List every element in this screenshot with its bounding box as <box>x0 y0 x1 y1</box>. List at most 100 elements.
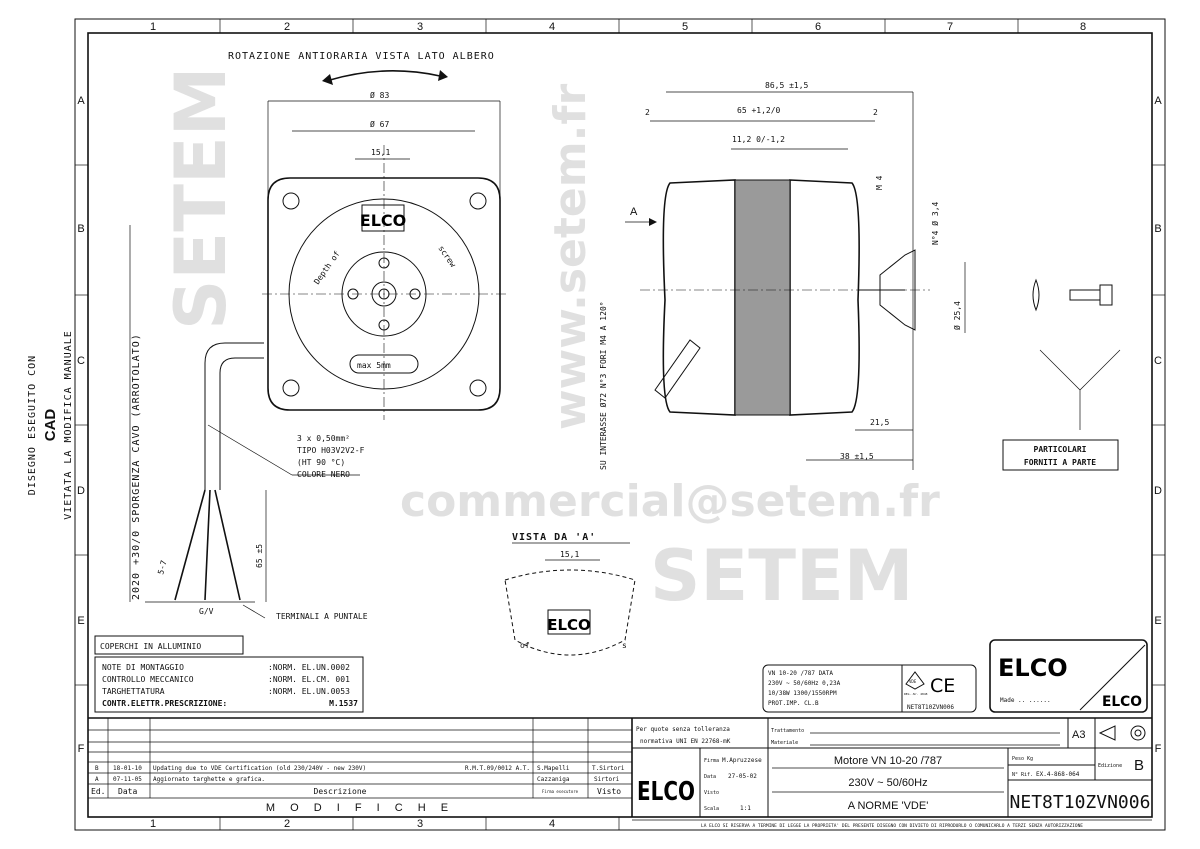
dim-21-5: 21,5 <box>870 418 889 427</box>
mounting-note: SU INTERASSE Ø72 N°3 FORI M4 A 120° <box>598 301 608 470</box>
dim-2-right: 2 <box>873 108 878 117</box>
mod-date: 07-11-05 <box>113 776 142 783</box>
mod-desc: Aggiornato targhette e grafica. <box>153 776 265 783</box>
elco-logo: ELCO <box>998 654 1068 682</box>
cable-spec: 3 x 0,50mm² <box>297 434 350 443</box>
column-label: 1 <box>150 21 156 33</box>
row-label: B <box>77 223 84 235</box>
row-label: D <box>77 485 85 497</box>
row-label: E <box>1154 615 1161 627</box>
rif-value: EX.4-868-064 <box>1036 771 1080 778</box>
row-label: C <box>1154 355 1162 367</box>
made-label: Made .. ...... <box>1000 697 1051 704</box>
view-a-of: of <box>520 641 530 650</box>
view-a-title: VISTA DA 'A' <box>512 532 596 543</box>
row-label: F <box>78 743 85 755</box>
format-label: A3 <box>1072 729 1085 741</box>
cable-spec: COLORE NERO <box>297 470 350 479</box>
note-value: M.1537 <box>329 699 358 708</box>
modifications-table: B 18-01-10 Updating due to VDE Certifica… <box>88 717 1152 817</box>
svg-text:DISEGNO ESEGUITO CON: DISEGNO ESEGUITO CON <box>27 355 38 495</box>
nameplate-code: NET8T10ZVN006 <box>907 704 954 711</box>
mod-ed: B <box>95 765 99 772</box>
dim-65: 65 +1,2/0 <box>737 106 781 115</box>
mod-date: 18-01-10 <box>113 765 142 772</box>
rotation-label: ROTAZIONE ANTIORARIA VISTA LATO ALBERO <box>228 51 495 62</box>
tolerance-note: Per quote senza tolleranza <box>636 726 730 733</box>
materiale-label: Materiale <box>771 740 798 746</box>
nameplate-line: VN 10-20 /787 DATA <box>768 670 833 677</box>
vde-reg: REG.-Nr. 4848 <box>904 692 928 696</box>
firma-label: Firma <box>704 758 719 764</box>
mod-header: Visto <box>597 787 621 796</box>
column-label: 2 <box>284 818 290 830</box>
modifications-title: M O D I F I C H E <box>266 802 454 814</box>
terminals-label: TERMINALI A PUNTALE <box>276 612 368 621</box>
dim-83: Ø 83 <box>370 90 389 100</box>
mod-header: Ed. <box>91 787 105 796</box>
nameplate-line: PROT.IMP. CL.B <box>768 700 819 707</box>
front-view: ROTAZIONE ANTIORARIA VISTA LATO ALBERO Ø… <box>228 51 506 420</box>
drawing-code: NET8T10ZVN006 <box>1010 792 1151 813</box>
cable-drawing: 2020 +30/0 SPORGENZA CAVO (ARROTOLATO) 5… <box>129 225 368 621</box>
mod-checked: Sirtori <box>594 776 620 783</box>
scala-label: Scala <box>704 806 719 812</box>
column-label: 2 <box>284 21 290 33</box>
note-value: :NORM. EL.CM. 001 <box>268 675 350 684</box>
cable-length-label: 2020 +30/0 SPORGENZA CAVO (ARROTOLATO) <box>131 333 142 600</box>
elco-logo: ELCO <box>547 616 591 634</box>
column-label: 8 <box>1080 21 1086 33</box>
strip-dim: 5-7 <box>156 559 168 575</box>
rotation-arrow-icon <box>329 70 441 81</box>
elco-logo: ELCO <box>637 777 695 807</box>
lead-dim: 65 ±5 <box>255 544 264 568</box>
row-label: B <box>1154 223 1161 235</box>
ce-mark: CE <box>930 675 955 697</box>
disclaimer: LA ELCO SI RISERVA A TERMINE DI LEGGE LA… <box>701 823 1083 829</box>
dim-38: 38 ±1,5 <box>840 452 874 461</box>
cable-spec: (HT 90 °C) <box>297 458 345 467</box>
covers-note: COPERCHI IN ALLUMINIO <box>100 642 201 651</box>
row-label: C <box>77 355 85 367</box>
projection-symbol-icon <box>1098 725 1146 741</box>
mod-checked: T.Sirtori <box>592 765 625 772</box>
nameplate-line: 230V ~ 50/60Hz 0,23A <box>768 680 841 687</box>
dim-67: Ø 67 <box>370 119 389 129</box>
column-label: 1 <box>150 818 156 830</box>
view-a-arrow-label: A <box>630 206 638 218</box>
note-value: :NORM. EL.UN.0002 <box>268 663 350 672</box>
watermark-email: commercial@setem.fr <box>400 476 940 527</box>
label-screw: screw <box>436 244 457 269</box>
peso-label: Peso Kg <box>1012 756 1033 762</box>
dim-m4: M 4 <box>875 175 884 190</box>
side-view: 86,5 ±1,5 2 65 +1,2/0 2 11,2 0/-1,2 M 4 … <box>598 81 966 470</box>
separate-parts: PARTICOLARI FORNITI A PARTE <box>1002 278 1121 471</box>
dim-2-left: 2 <box>645 108 650 117</box>
parts-label: FORNITI A PARTE <box>1024 458 1096 467</box>
drawing-title: Motore VN 10-20 /787 <box>834 755 942 767</box>
mod-header: Data <box>118 787 137 796</box>
column-label: 4 <box>549 818 555 830</box>
dim-86-5: 86,5 ±1,5 <box>765 81 809 90</box>
side-note: DISEGNO ESEGUITO CON CAD VIETATA LA MODI… <box>27 330 74 520</box>
notes: COPERCHI IN ALLUMINIO NOTE DI MONTAGGIO … <box>94 635 364 713</box>
dim-11-2: 11,2 0/-1,2 <box>732 135 785 144</box>
edizione-value: B <box>1134 757 1144 774</box>
column-label: 7 <box>947 21 953 33</box>
mod-desc: Updating due to VDE Certification (old 2… <box>153 765 366 772</box>
column-label: 4 <box>549 21 555 33</box>
label-max-5mm: max 5mm <box>357 361 391 370</box>
column-label: 6 <box>815 21 821 33</box>
mod-ed: A <box>95 776 99 783</box>
column-label: 3 <box>417 818 423 830</box>
svg-text:CAD: CAD <box>42 409 59 442</box>
row-label: F <box>1155 743 1162 755</box>
dim-15-1: 15,1 <box>371 148 390 157</box>
ground-label: G/V <box>199 607 214 616</box>
row-label: E <box>77 615 84 627</box>
watermark-brand: SETEM <box>650 535 913 617</box>
vde-mark-icon <box>905 671 925 690</box>
row-label: A <box>1154 95 1162 107</box>
note-label: TARGHETTATURA <box>102 687 165 696</box>
